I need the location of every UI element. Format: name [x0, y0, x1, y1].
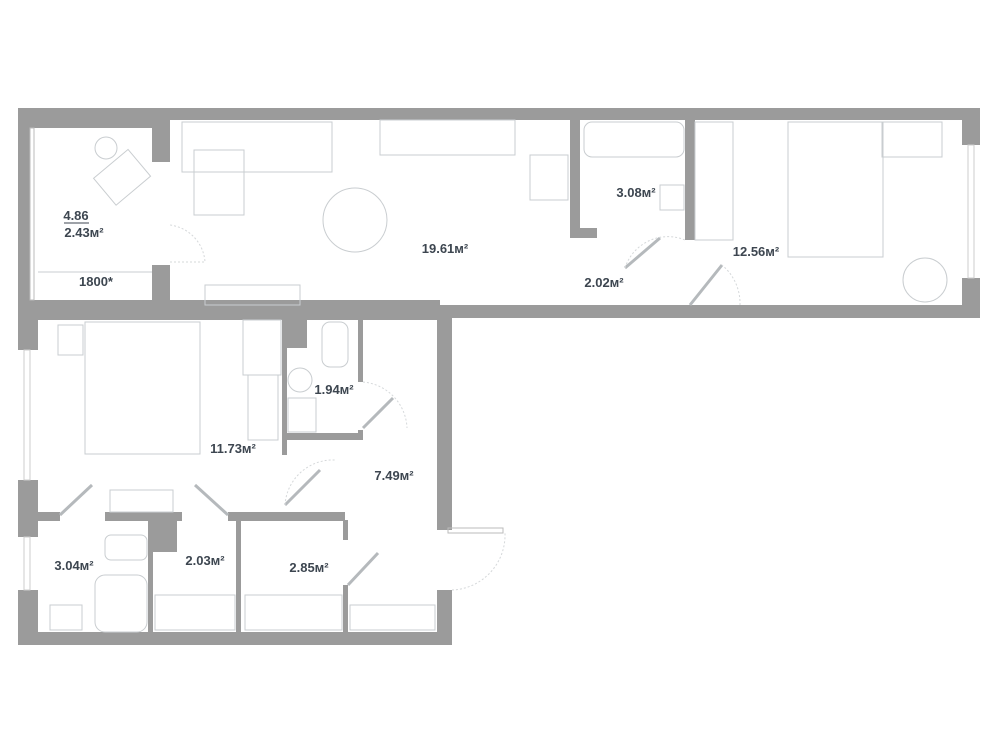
tv-stand — [204, 284, 301, 306]
doors — [58, 224, 741, 591]
kitchen-counter — [379, 119, 516, 156]
nightstand — [57, 324, 84, 356]
kitchen-sink — [529, 154, 569, 201]
desk-left — [247, 374, 279, 441]
hall-top-area: 2.02м² — [584, 275, 624, 290]
living-kitchen-area: 19.61м² — [422, 241, 469, 256]
wardrobe-right-area: 2.85м² — [289, 560, 329, 575]
side-table — [94, 136, 118, 160]
wc-area: 1.94м² — [314, 382, 354, 397]
shelf — [109, 489, 174, 513]
closet-left-bedroom — [242, 319, 282, 376]
corridor-area: 7.49м² — [374, 468, 414, 483]
toilet-wc — [321, 321, 349, 368]
washing-machine — [287, 397, 317, 433]
sink — [659, 184, 685, 211]
desk — [881, 121, 943, 158]
bed-right — [787, 121, 884, 258]
sofa — [181, 121, 333, 173]
sofa-chaise — [193, 149, 245, 216]
bed-left — [84, 321, 201, 455]
wc-sink — [287, 367, 313, 393]
toilet-bath — [104, 534, 148, 561]
shoe-rack — [349, 604, 436, 631]
bedroom-right-area: 12.56м² — [733, 244, 780, 259]
wardrobe-rail-left — [154, 594, 236, 631]
wardrobe-left-area: 2.03м² — [185, 553, 225, 568]
furniture — [49, 119, 948, 633]
bathroom-bottom-area: 3.04м² — [54, 558, 94, 573]
lounge-chair — [92, 148, 152, 206]
armchair — [902, 257, 948, 303]
bath-sink — [49, 604, 83, 631]
balcony-length-label: 4.86 — [63, 208, 88, 223]
wardrobe — [694, 121, 734, 241]
balcony-width-dimension: 1800* — [79, 274, 114, 289]
bathroom-top-area: 3.08м² — [616, 185, 656, 200]
wardrobe-rail-right — [244, 594, 343, 631]
windows — [23, 127, 975, 591]
bathtub — [583, 121, 685, 158]
walls — [18, 108, 980, 645]
labels: 4.86 2.43м² 1800* 19.61м² 3.08м² 12.56м²… — [38, 185, 780, 575]
dining-table — [322, 187, 388, 253]
balcony-area-label: 2.43м² — [64, 225, 104, 240]
shower — [94, 574, 148, 633]
bedroom-left-area: 11.73м² — [210, 441, 256, 456]
